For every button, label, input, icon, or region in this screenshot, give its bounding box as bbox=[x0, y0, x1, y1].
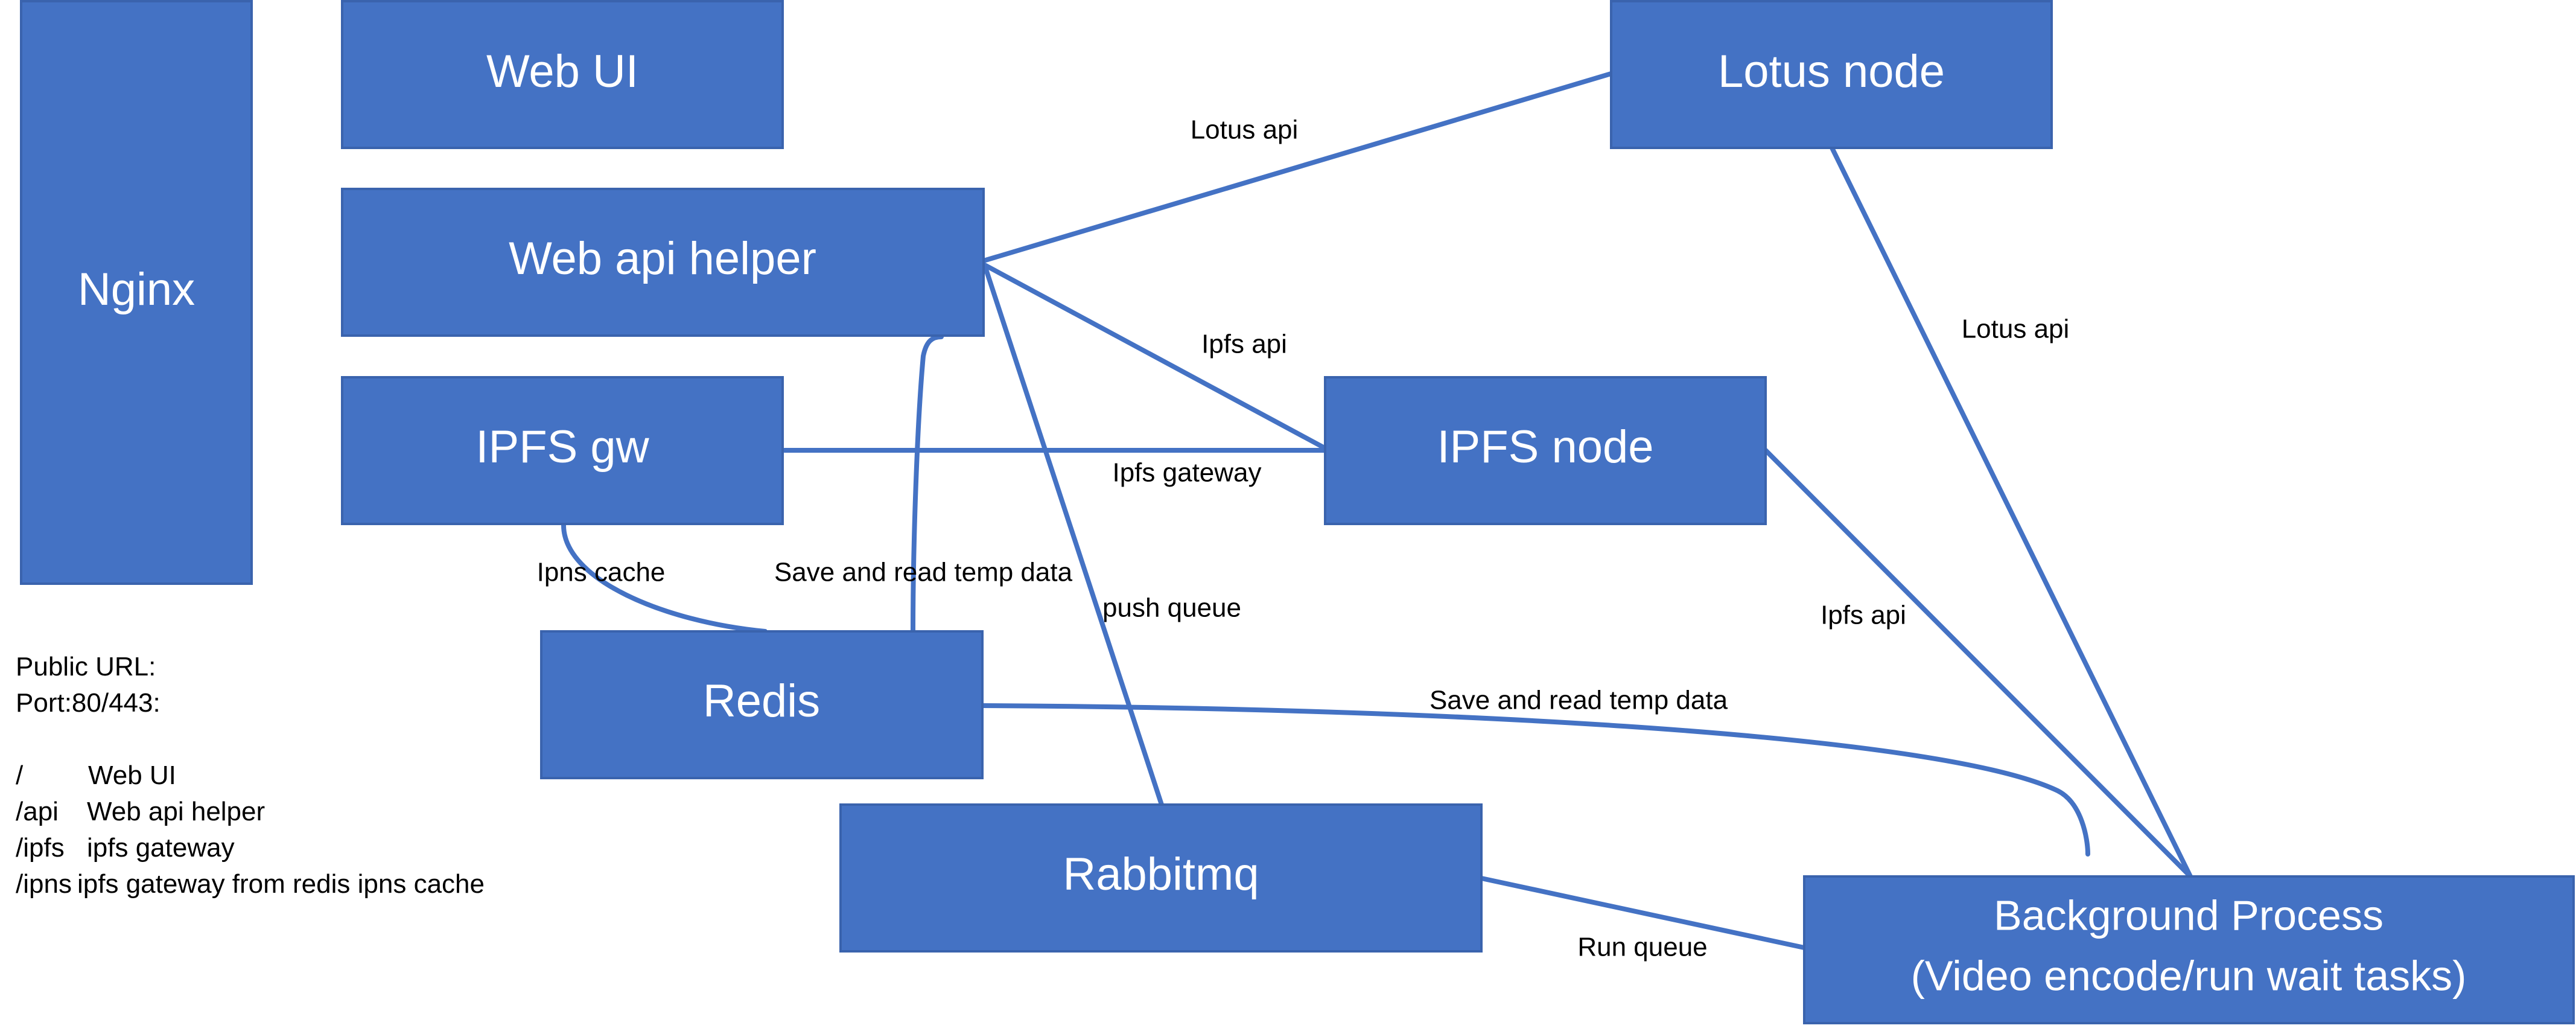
web-ui-box bbox=[341, 0, 784, 149]
route-ipfs-path: /ipfs bbox=[16, 833, 65, 863]
save-read-left-label: Save and read temp data bbox=[774, 558, 1073, 587]
push-queue-label: push queue bbox=[1102, 593, 1241, 623]
background-process-label-line2: (Video encode/run wait tasks) bbox=[1911, 952, 2467, 999]
route-api-target: Web api helper bbox=[87, 797, 266, 826]
web-ui-label: Web UI bbox=[486, 46, 638, 97]
lotus-node-label: Lotus node bbox=[1718, 46, 1945, 97]
background-process-box bbox=[1803, 875, 2575, 1024]
routing-notes: Public URL: Port:80/443: / Web UI /api W… bbox=[16, 649, 485, 902]
route-ipns-target: ipfs gateway from redis ipns cache bbox=[77, 869, 485, 899]
edge-redis-background bbox=[980, 703, 2090, 857]
ipfs-api-right-label: Ipfs api bbox=[1821, 601, 1906, 630]
lotus-api-top-label: Lotus api bbox=[1191, 115, 1299, 145]
port-line: Port:80/443: bbox=[16, 688, 161, 718]
edge-ipfsgw-redis bbox=[561, 523, 768, 634]
public-url-line: Public URL: bbox=[16, 652, 156, 681]
ipfs-gateway-label: Ipfs gateway bbox=[1112, 458, 1261, 488]
route-root-path: / bbox=[16, 761, 24, 790]
route-root-target: Web UI bbox=[88, 761, 176, 790]
run-queue-label: Run queue bbox=[1577, 933, 1707, 962]
route-ipfs: /ipfs ipfs gateway bbox=[16, 830, 485, 866]
save-read-right-label: Save and read temp data bbox=[1430, 686, 1728, 715]
nodes bbox=[20, 0, 2575, 1024]
edge-webapi-ipfsnode bbox=[981, 262, 1327, 450]
edge-rabbitmq-background bbox=[1479, 876, 1807, 950]
ipfs-gw-box bbox=[341, 376, 784, 525]
ipfs-node-box bbox=[1324, 376, 1767, 525]
route-ipns: /ipns ipfs gateway from redis ipns cache bbox=[16, 866, 485, 902]
lotus-api-right-label: Lotus api bbox=[1962, 314, 2070, 344]
edge-ipfsnode-background bbox=[1763, 448, 2193, 879]
web-api-helper-label: Web api helper bbox=[509, 233, 816, 284]
lotus-node-box bbox=[1610, 0, 2053, 149]
route-ipfs-target: ipfs gateway bbox=[87, 833, 235, 863]
edges bbox=[561, 71, 2193, 950]
route-ipns-path: /ipns bbox=[16, 869, 72, 899]
edge-redis-webapi bbox=[911, 334, 944, 634]
route-api: /api Web api helper bbox=[16, 794, 485, 830]
edge-labels: Lotus api Ipfs api Ipfs gateway Ipns cac… bbox=[537, 115, 2070, 962]
ipns-cache-label: Ipns cache bbox=[537, 558, 666, 587]
ipfs-gw-label: IPFS gw bbox=[475, 421, 649, 473]
ipfs-node-label: IPFS node bbox=[1437, 421, 1653, 473]
web-api-helper-box bbox=[341, 188, 985, 337]
node-labels: Nginx Web UI Web api helper IPFS gw Redi… bbox=[78, 46, 2467, 999]
redis-label: Redis bbox=[703, 675, 820, 727]
route-api-path: /api bbox=[16, 797, 59, 826]
nginx-label: Nginx bbox=[78, 264, 195, 315]
background-process-label-line1: Background Process bbox=[1994, 892, 2384, 939]
nginx-box bbox=[20, 0, 253, 585]
edge-webapi-rabbitmq bbox=[982, 263, 1164, 807]
edge-lotus-background bbox=[1830, 145, 2193, 879]
redis-box bbox=[540, 630, 984, 779]
notes-spacer bbox=[16, 721, 485, 758]
route-root: / Web UI bbox=[16, 758, 485, 794]
edge-webapi-lotus bbox=[981, 71, 1614, 263]
rabbitmq-label: Rabbitmq bbox=[1063, 849, 1259, 900]
ipfs-api-top-label: Ipfs api bbox=[1201, 330, 1287, 359]
rabbitmq-box bbox=[839, 803, 1483, 953]
